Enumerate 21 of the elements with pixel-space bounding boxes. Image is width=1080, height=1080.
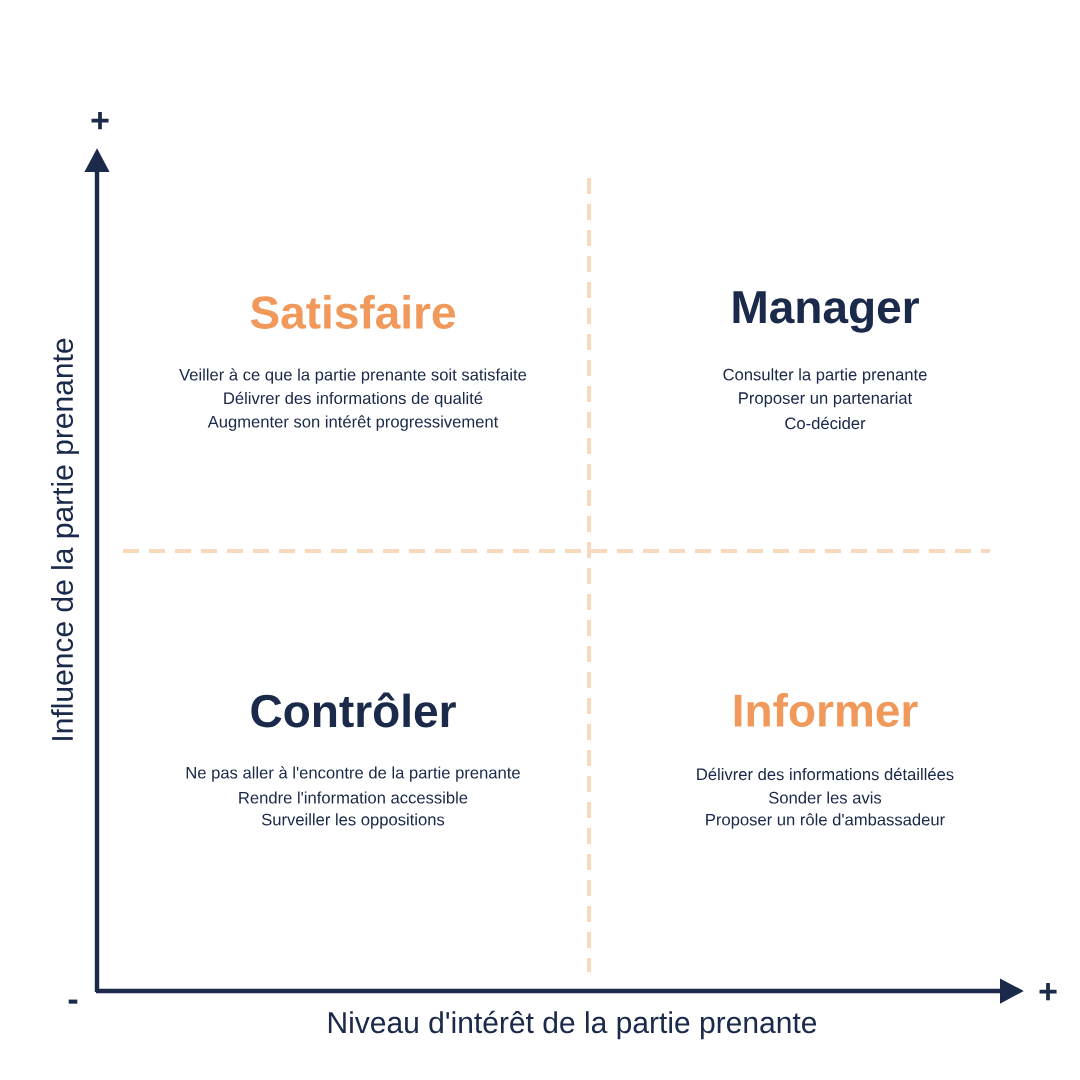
plus-sign: + [1039, 983, 1057, 1001]
action-text: Veiller à ce que la partie prenante soit satisfaite [179, 368, 527, 384]
action-text: Proposer un partenariat [739, 391, 913, 408]
action-text: Sonder les avis [769, 791, 882, 804]
action-text: Proposer un rôle d'ambassadeur [706, 813, 945, 829]
action-text: Augmenter son intérêt progressivement [207, 415, 499, 431]
action-text: Co-décider [785, 416, 866, 430]
action-text: Délivrer des informations détaillées [697, 767, 954, 781]
quadrant-heading: Contrôler [251, 692, 456, 728]
action-text: Délivrer des informations de qualité [224, 391, 483, 408]
minus-sign: - [68, 999, 78, 1004]
quadrant-heading: Informer [734, 693, 918, 727]
action-text: Rendre l'information accessible [239, 791, 468, 804]
action-text: Surveiller les oppositions [261, 813, 445, 829]
quadrant-heading: Manager [733, 291, 919, 333]
axis-title: Niveau d'intérêt de la partie prenante [328, 1010, 817, 1040]
axis-title: Influence de la partie prenante [51, 338, 79, 740]
action-text: Consulter la partie prenante [723, 368, 927, 384]
action-text: Ne pas aller à l'encontre de la partie prenante [186, 766, 520, 782]
plus-sign: + [91, 112, 109, 130]
quadrant-heading: Satisfaire [250, 295, 455, 329]
